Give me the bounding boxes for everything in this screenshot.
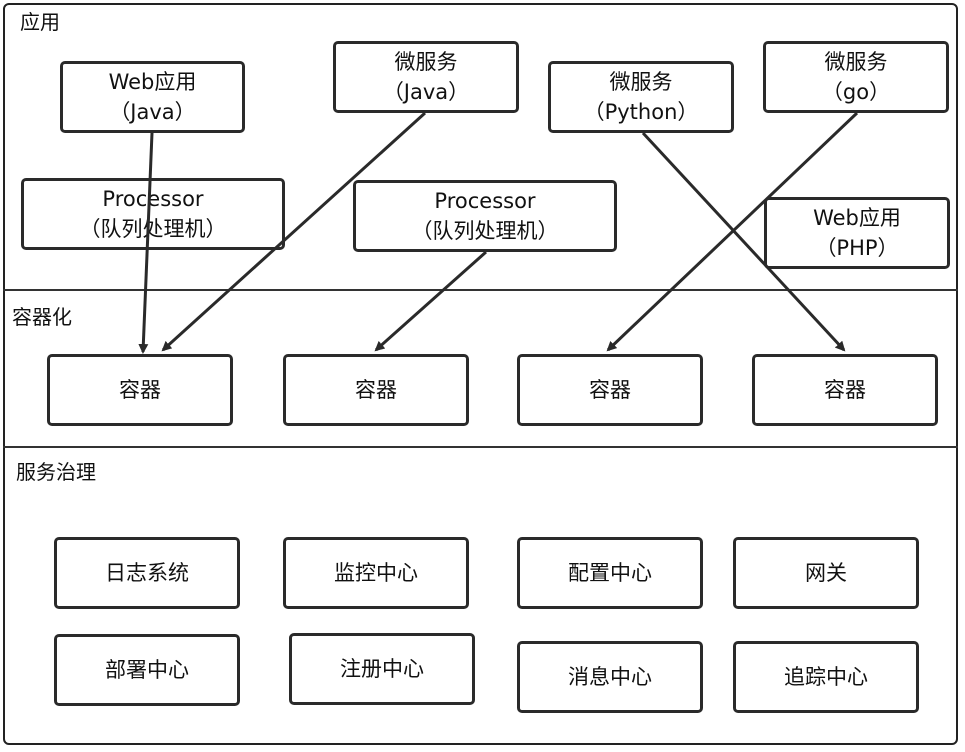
app-processor-1: Processor （队列处理机） (21, 178, 285, 250)
service-messaging: 消息中心 (517, 641, 703, 713)
app-microservice-python-lang: （Python） (583, 100, 699, 124)
container-2: 容器 (283, 354, 469, 426)
service-deployment: 部署中心 (54, 634, 240, 706)
container-4: 容器 (752, 354, 938, 426)
service-config-label: 配置中心 (568, 561, 652, 585)
service-registry-label: 注册中心 (340, 657, 424, 681)
service-deployment-label: 部署中心 (105, 658, 189, 682)
app-processor-2-name: Processor (434, 189, 536, 213)
service-tracing-label: 追踪中心 (784, 665, 868, 689)
service-logging-label: 日志系统 (105, 561, 189, 585)
section-divider-container (3, 446, 958, 448)
app-microservice-python-name: 微服务 (609, 70, 673, 94)
app-microservice-go: 微服务 （go） (763, 41, 949, 113)
section-label-app: 应用 (20, 10, 60, 34)
service-gateway: 网关 (733, 537, 919, 609)
app-microservice-go-name: 微服务 (824, 50, 888, 74)
container-3: 容器 (517, 354, 703, 426)
app-microservice-go-lang: （go） (821, 80, 891, 104)
app-web-php-lang: （PHP） (815, 236, 899, 260)
app-microservice-java: 微服务 （Java） (333, 41, 519, 113)
app-web-php: Web应用 （PHP） (764, 197, 950, 269)
app-processor-2: Processor （队列处理机） (353, 180, 617, 252)
container-2-label: 容器 (355, 378, 397, 402)
app-microservice-java-name: 微服务 (394, 50, 458, 74)
service-gateway-label: 网关 (805, 561, 847, 585)
container-3-label: 容器 (589, 378, 631, 402)
service-monitoring-label: 监控中心 (334, 561, 418, 585)
service-messaging-label: 消息中心 (568, 665, 652, 689)
service-registry: 注册中心 (289, 633, 475, 705)
app-microservice-python: 微服务 （Python） (548, 61, 734, 133)
app-web-java-name: Web应用 (108, 70, 197, 94)
section-label-governance: 服务治理 (16, 460, 96, 484)
service-tracing: 追踪中心 (733, 641, 919, 713)
container-1-label: 容器 (119, 378, 161, 402)
app-processor-1-desc: （队列处理机） (79, 217, 227, 241)
app-web-php-name: Web应用 (813, 206, 901, 230)
section-label-container: 容器化 (12, 305, 72, 329)
app-web-java-lang: （Java） (109, 100, 196, 124)
app-processor-2-desc: （队列处理机） (411, 219, 559, 243)
app-processor-1-name: Processor (102, 187, 204, 211)
section-divider-app (3, 289, 958, 291)
app-web-java: Web应用 （Java） (60, 61, 245, 133)
service-config: 配置中心 (517, 537, 703, 609)
container-1: 容器 (47, 354, 233, 426)
service-logging: 日志系统 (54, 537, 240, 609)
app-microservice-java-lang: （Java） (382, 80, 470, 104)
diagram-frame (3, 3, 958, 745)
service-monitoring: 监控中心 (283, 537, 469, 609)
container-4-label: 容器 (824, 378, 866, 402)
